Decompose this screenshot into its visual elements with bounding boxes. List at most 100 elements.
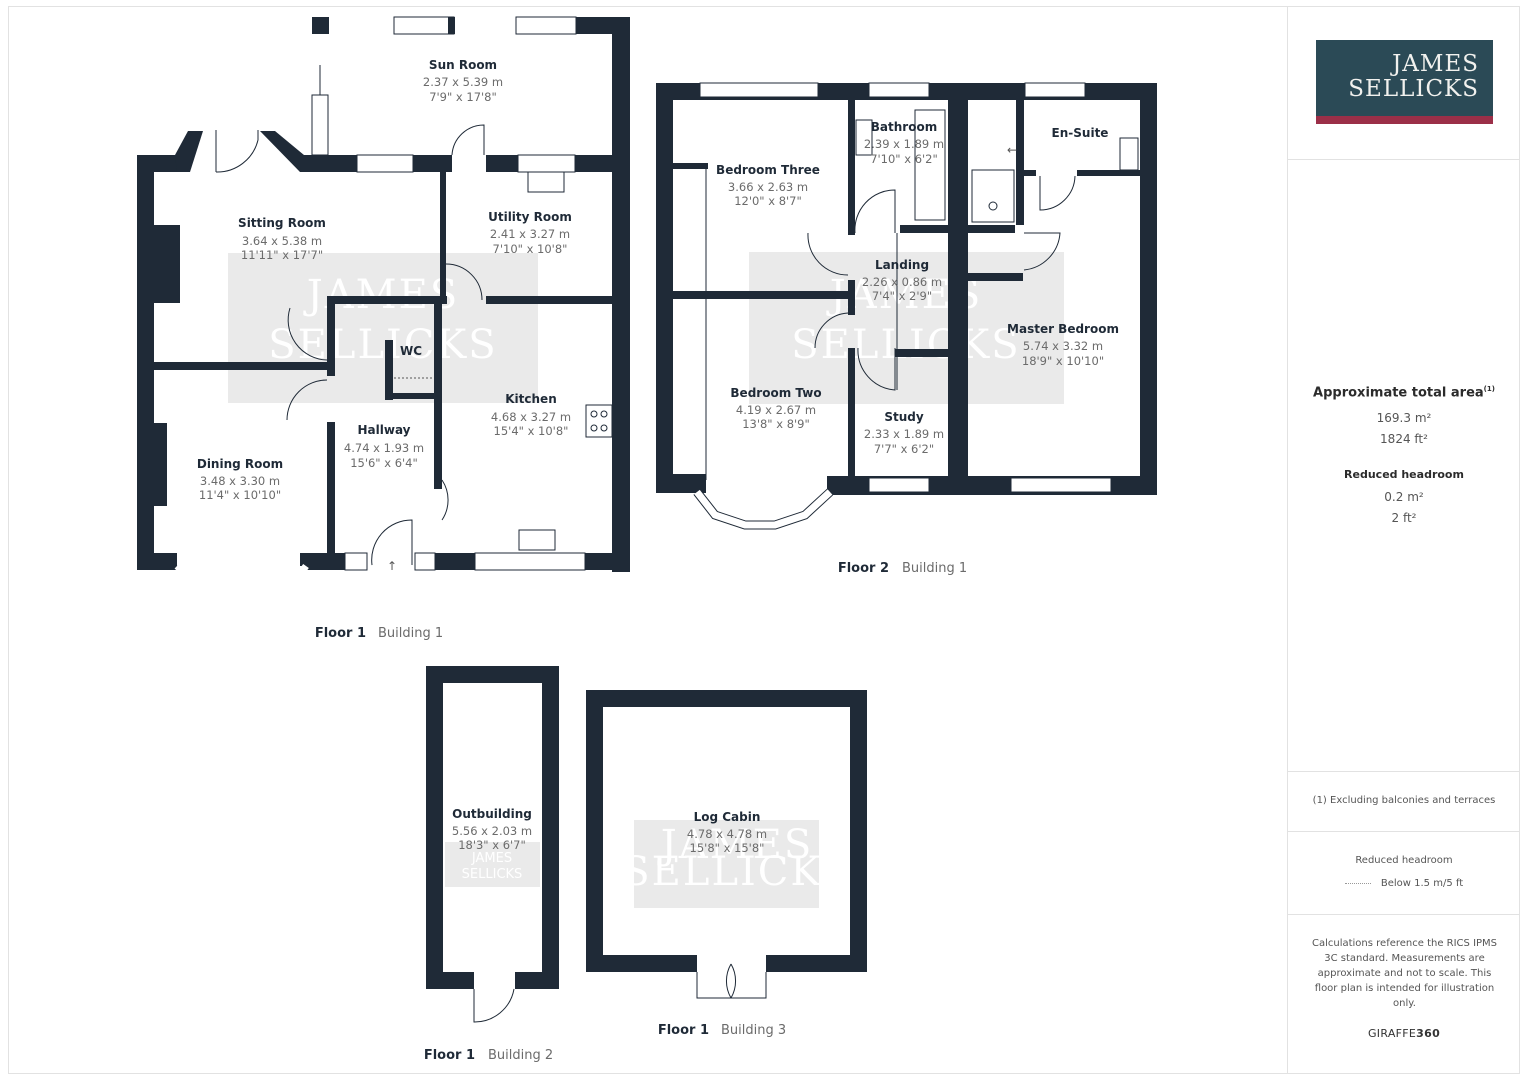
room-label-log-cabin: Log Cabin 4.78 x 4.78 m 15'8" x 15'8" [687, 810, 767, 855]
floor-plan-drawing: JAMES SELLICKS [137, 16, 1157, 1063]
svg-text:3.48 x 3.30 m: 3.48 x 3.30 m [200, 474, 280, 488]
room-label-landing: Landing 2.26 x 0.86 m 7'4" x 2'9" [862, 258, 942, 303]
svg-text:5.56 x 2.03 m: 5.56 x 2.03 m [452, 824, 532, 838]
plan-caption-floor1-building3: Floor 1 Building 3 [658, 1023, 786, 1038]
svg-text:7'10" x 10'8": 7'10" x 10'8" [493, 242, 568, 256]
svg-text:Study: Study [884, 410, 924, 424]
room-label-sitting-room: Sitting Room 3.64 x 5.38 m 11'11" x 17'7… [238, 216, 326, 262]
plan-caption-floor2-building1: Floor 2 Building 1 [838, 561, 967, 576]
total-area-heading: Approximate total area(1) [1313, 385, 1495, 401]
legend-item: Below 1.5 m/5 ft [1288, 876, 1520, 891]
room-label-utility-room: Utility Room 2.41 x 3.27 m 7'10" x 10'8" [488, 210, 572, 256]
legend-title: Reduced headroom [1355, 855, 1453, 866]
svg-text:Kitchen: Kitchen [505, 392, 557, 406]
svg-text:Dining Room: Dining Room [197, 457, 283, 471]
svg-text:7'9" x 17'8": 7'9" x 17'8" [429, 90, 497, 104]
svg-text:←: ← [1007, 143, 1017, 157]
watermark-text: SELLICKS [268, 322, 497, 368]
logo-text-line2: SELLICKS [1348, 76, 1479, 102]
footnote-marker: (1) [1483, 385, 1495, 393]
room-label-wc: WC [400, 344, 422, 358]
footnote-text: (1) Excluding balconies and terraces [1312, 795, 1496, 806]
plan-caption-floor1-building2: Floor 1 Building 2 [424, 1048, 553, 1063]
info-sidebar: JAMES SELLICKS Approximate total area(1)… [1287, 6, 1520, 1074]
floor2-building1-plan: JAMES SELLICKS [656, 82, 1157, 576]
disclaimer-text: Calculations reference the RICS IPMS 3C … [1311, 938, 1498, 1009]
watermark-text: SELLICKS [791, 322, 1020, 368]
divider [1288, 159, 1520, 160]
svg-text:Log Cabin: Log Cabin [694, 810, 761, 824]
total-area-m2: 169.3 m² [1376, 411, 1432, 425]
svg-text:15'8" x 15'8": 15'8" x 15'8" [690, 841, 765, 855]
svg-text:18'9" x 10'10": 18'9" x 10'10" [1022, 354, 1104, 368]
svg-text:2.26 x 0.86 m: 2.26 x 0.86 m [862, 275, 942, 289]
svg-text:4.19 x 2.67 m: 4.19 x 2.67 m [736, 403, 816, 417]
room-label-dining-room: Dining Room 3.48 x 3.30 m 11'4" x 10'10" [197, 457, 283, 502]
svg-text:3.66 x 2.63 m: 3.66 x 2.63 m [728, 180, 808, 194]
svg-text:11'4" x 10'10": 11'4" x 10'10" [199, 488, 281, 502]
floor1-building1-plan: JAMES SELLICKS [137, 16, 630, 641]
svg-text:En-Suite: En-Suite [1052, 126, 1109, 140]
svg-text:4.74 x 1.93 m: 4.74 x 1.93 m [344, 441, 424, 455]
brand-logo: JAMES SELLICKS [1316, 40, 1493, 124]
room-label-bedroom-three: Bedroom Three 3.66 x 2.63 m 12'0" x 8'7" [716, 163, 820, 208]
svg-text:Sun Room: Sun Room [429, 58, 497, 72]
svg-text:2.33 x 1.89 m: 2.33 x 1.89 m [864, 427, 944, 441]
room-label-study: Study 2.33 x 1.89 m 7'7" x 6'2" [864, 410, 944, 456]
svg-text:5.74 x 3.32 m: 5.74 x 3.32 m [1023, 339, 1103, 353]
svg-text:15'6" x 6'4": 15'6" x 6'4" [350, 456, 418, 470]
svg-text:3.64 x 5.38 m: 3.64 x 5.38 m [242, 234, 322, 248]
room-label-sun-room: Sun Room 2.37 x 5.39 m 7'9" x 17'8" [423, 58, 503, 104]
svg-text:2.39 x 1.89 m: 2.39 x 1.89 m [864, 137, 944, 151]
svg-text:Building 2: Building 2 [488, 1048, 553, 1063]
svg-text:Floor 2: Floor 2 [838, 561, 889, 576]
floor1-building2-plan: JAMES SELLICKS Outbuilding 5.56 x 2.03 m… [424, 666, 559, 1063]
watermark-text: SELLICKS [622, 849, 851, 895]
svg-text:Floor 1: Floor 1 [424, 1048, 475, 1063]
svg-text:11'11" x 17'7": 11'11" x 17'7" [241, 248, 323, 262]
svg-text:Sitting Room: Sitting Room [238, 216, 326, 230]
svg-text:7'7" x 6'2": 7'7" x 6'2" [874, 442, 934, 456]
watermark-text: SELLICKS [462, 867, 523, 882]
svg-text:Building 3: Building 3 [721, 1023, 786, 1038]
logo-accent-bar [1316, 116, 1493, 124]
divider [1288, 771, 1520, 772]
svg-text:Building 1: Building 1 [902, 561, 967, 576]
svg-text:Utility Room: Utility Room [488, 210, 572, 224]
room-label-master-bedroom: Master Bedroom 5.74 x 3.32 m 18'9" x 10'… [1007, 322, 1119, 368]
svg-text:Bedroom Three: Bedroom Three [716, 163, 820, 177]
divider [1288, 914, 1520, 915]
svg-text:Bedroom Two: Bedroom Two [730, 386, 821, 400]
room-label-hallway: Hallway 4.74 x 1.93 m 15'6" x 6'4" [344, 423, 424, 470]
dotted-line-icon [1344, 882, 1371, 884]
svg-text:7'10" x 6'2": 7'10" x 6'2" [870, 152, 938, 166]
room-label-bedroom-two: Bedroom Two 4.19 x 2.67 m 13'8" x 8'9" [730, 386, 821, 431]
svg-text:2.41 x 3.27 m: 2.41 x 3.27 m [490, 227, 570, 241]
room-label-en-suite: En-Suite [1052, 126, 1109, 140]
room-label-outbuilding: Outbuilding 5.56 x 2.03 m 18'3" x 6'7" [452, 807, 532, 852]
svg-text:2.37 x 5.39 m: 2.37 x 5.39 m [423, 75, 503, 89]
svg-text:↑: ↑ [387, 559, 397, 573]
svg-text:12'0" x 8'7": 12'0" x 8'7" [734, 194, 802, 208]
room-label-kitchen: Kitchen 4.68 x 3.27 m 15'4" x 10'8" [491, 392, 571, 438]
svg-text:Hallway: Hallway [357, 423, 410, 437]
svg-text:13'8" x 8'9": 13'8" x 8'9" [742, 417, 810, 431]
svg-text:18'3" x 6'7": 18'3" x 6'7" [458, 838, 526, 852]
watermark-text: JAMES [471, 851, 512, 866]
svg-text:Landing: Landing [875, 258, 929, 272]
svg-text:7'4" x 2'9": 7'4" x 2'9" [872, 289, 932, 303]
svg-text:4.68 x 3.27 m: 4.68 x 3.27 m [491, 410, 571, 424]
svg-text:Floor 1: Floor 1 [658, 1023, 709, 1038]
divider [1288, 831, 1520, 832]
svg-text:Floor 1: Floor 1 [315, 626, 366, 641]
svg-text:4.78 x 4.78 m: 4.78 x 4.78 m [687, 827, 767, 841]
reduced-headroom-m2: 0.2 m² [1384, 490, 1424, 504]
svg-text:Outbuilding: Outbuilding [452, 807, 532, 821]
provider-logo: GIRAFFE360 [1367, 1027, 1441, 1040]
plan-caption-floor1-building1: Floor 1 Building 1 [315, 626, 443, 641]
svg-text:Building 1: Building 1 [378, 626, 443, 641]
svg-text:Master Bedroom: Master Bedroom [1007, 322, 1119, 336]
floor1-building3-plan: JAMES SELLICKS Log Cabin 4.78 x 4.78 m 1… [586, 690, 867, 1038]
page-frame [8, 6, 1520, 1074]
watermark-text: JAMES [657, 822, 813, 868]
